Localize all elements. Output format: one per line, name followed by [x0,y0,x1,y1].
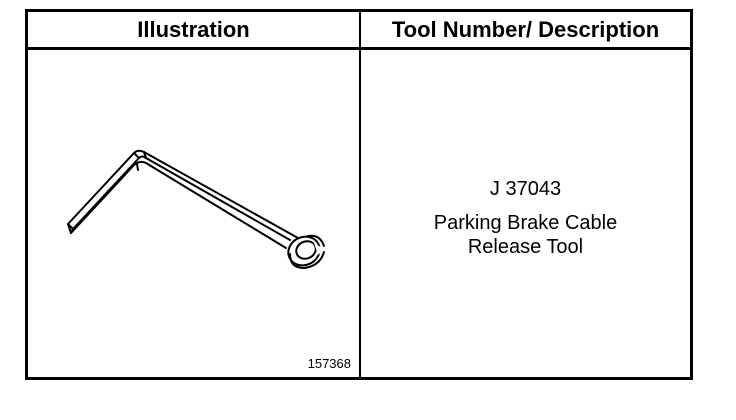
figure-id: 157368 [307,356,351,371]
illustration-cell: 157368 [28,50,359,377]
tool-description: Parking Brake Cable Release Tool [361,211,690,259]
tool-number: J 37043 [489,178,562,200]
column-divider [359,12,361,377]
description-cell: J 37043 Parking Brake Cable Release Tool [361,50,690,377]
tool-description-line-2: Release Tool [467,236,584,258]
tool-description-line-1: Parking Brake Cable [433,212,618,234]
parking-brake-cable-release-tool-icon [67,149,325,270]
header-tool-description: Tool Number/ Description [391,17,660,42]
tool-table: Illustration Tool Number/ Description [25,9,693,380]
header-illustration: Illustration [137,17,250,42]
